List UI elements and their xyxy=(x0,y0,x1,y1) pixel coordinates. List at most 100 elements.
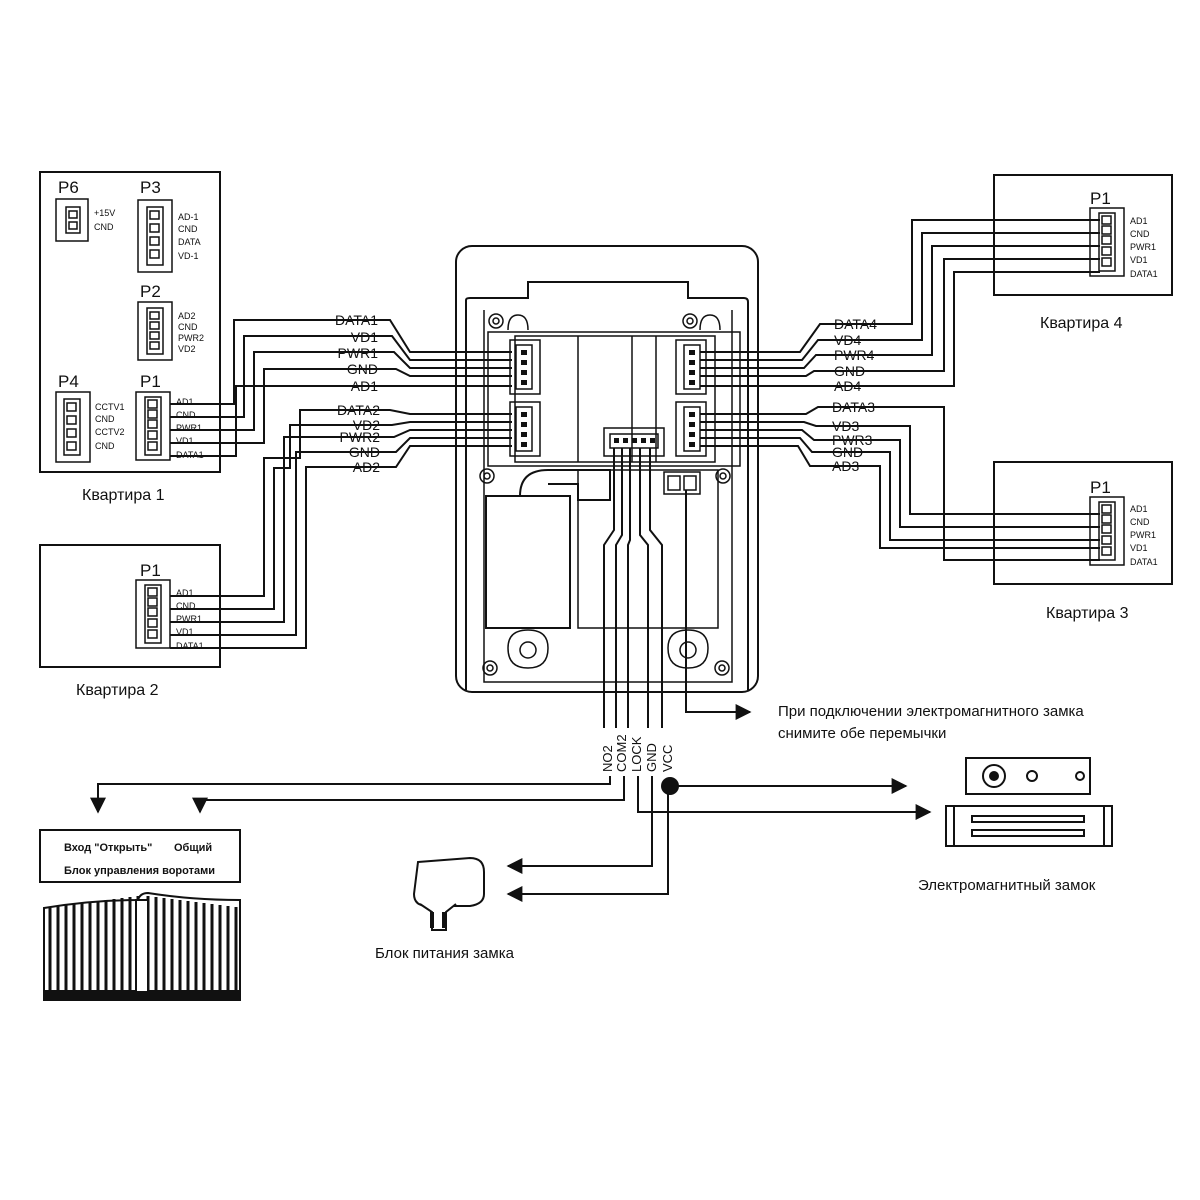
p1-connector xyxy=(135,391,171,461)
svg-text:GND: GND xyxy=(349,444,380,460)
gate-controller-label: Блок управления воротами xyxy=(64,865,215,877)
apt3-pin-4: VD1 xyxy=(1130,543,1148,553)
jumpers xyxy=(663,471,701,495)
gate-input-open-label: Вход "Открыть" xyxy=(64,842,152,854)
apt3-pin-5: DATA1 xyxy=(1130,557,1158,567)
apt4-pin-4: VD1 xyxy=(1130,255,1148,265)
gate-controller: Вход "Открыть" Общий Блок управления вор… xyxy=(39,829,241,883)
apt3-p1-label: P1 xyxy=(1090,478,1111,497)
apt4-pin-3: PWR1 xyxy=(1130,242,1156,252)
svg-text:GND: GND xyxy=(644,743,659,772)
svg-text:PWR1: PWR1 xyxy=(338,345,379,361)
apartment-2-title: Квартира 2 xyxy=(76,682,159,699)
apt4-p1-label: P1 xyxy=(1090,189,1111,208)
svg-text:AD2: AD2 xyxy=(353,459,380,475)
p3-pin-2: CND xyxy=(178,224,198,234)
p4-connector xyxy=(55,391,91,463)
svg-text:VCC: VCC xyxy=(660,745,675,772)
gate-common-label: Общий xyxy=(174,842,212,854)
p3-pin-4: VD-1 xyxy=(178,251,199,261)
panel-labels-left2: DATA2 VD2 PWR2 GND AD2 xyxy=(337,402,380,475)
svg-text:VD3: VD3 xyxy=(832,418,859,434)
svg-text:DATA2: DATA2 xyxy=(337,402,380,418)
apt2-p1-label: P1 xyxy=(140,561,161,580)
psu-label: Блок питания замка xyxy=(375,945,515,962)
panel-lock-connector xyxy=(603,427,665,457)
svg-text:VD1: VD1 xyxy=(351,329,378,345)
p1-pin-4: VD1 xyxy=(176,436,194,446)
p4-pin-1: CCTV1 xyxy=(95,402,125,412)
bottom-pin-labels: NO2 COM2 LOCK GND VCC xyxy=(600,734,675,772)
apt2-p1-connector xyxy=(135,579,171,649)
jumper-note-line2: снимите обе перемычки xyxy=(778,725,946,742)
p4-pin-3: CCTV2 xyxy=(95,427,125,437)
apartment-1-board: P6 +15V CND P3 AD-1 CND DATA VD-1 P2 AD2… xyxy=(39,171,221,473)
svg-text:VD2: VD2 xyxy=(353,417,380,433)
apt3-pin-1: AD1 xyxy=(1130,504,1148,514)
p2-pin-3: PWR2 xyxy=(178,333,204,343)
lock-wires xyxy=(603,448,752,728)
apt4-pin-5: DATA1 xyxy=(1130,269,1158,279)
apt2-pin-5: DATA1 xyxy=(176,641,204,651)
p2-pin-1: AD2 xyxy=(178,311,196,321)
panel-labels-right3: DATA3 VD3 PWR3 GND AD3 xyxy=(832,399,875,474)
p4-pin-4: CND xyxy=(95,441,115,451)
apt4-pin-1: AD1 xyxy=(1130,216,1148,226)
svg-text:COM2: COM2 xyxy=(614,734,629,772)
apartment-1-title: Квартира 1 xyxy=(82,487,165,504)
wires-apt3 xyxy=(700,406,1100,561)
outdoor-panel xyxy=(455,245,759,693)
p4-pin-2: CND xyxy=(95,414,115,424)
jumper-note-line1: При подключении электромагнитного замка xyxy=(778,703,1084,720)
svg-text:PWR4: PWR4 xyxy=(834,347,875,363)
apartment-2-board: P1 AD1 CND PWR1 VD1 DATA1 xyxy=(39,544,221,668)
svg-text:DATA3: DATA3 xyxy=(832,399,875,415)
apartment-3-title: Квартира 3 xyxy=(1046,605,1129,622)
gate-icon xyxy=(43,891,241,1001)
p3-connector xyxy=(137,199,173,273)
p3-label: P3 xyxy=(140,178,161,197)
p6-pin-2: CND xyxy=(94,222,114,232)
apt2-pin-2: CND xyxy=(176,601,196,611)
svg-text:GND: GND xyxy=(832,444,863,460)
svg-text:PWR2: PWR2 xyxy=(340,429,381,445)
svg-text:NO2: NO2 xyxy=(600,745,615,772)
apt3-pin-3: PWR1 xyxy=(1130,530,1156,540)
apt2-pin-1: AD1 xyxy=(176,588,194,598)
panel-labels-left1: DATA1 VD1 PWR1 GND AD1 xyxy=(335,312,378,394)
p6-label: P6 xyxy=(58,178,79,197)
svg-text:DATA1: DATA1 xyxy=(335,312,378,328)
apt4-p1-connector xyxy=(1089,207,1125,277)
p2-pin-2: CND xyxy=(178,322,198,332)
svg-text:GND: GND xyxy=(347,361,378,377)
p1-pin-2: CND xyxy=(176,410,196,420)
lock-feed-wires xyxy=(637,776,932,820)
p2-pin-4: VD2 xyxy=(178,344,196,354)
svg-text:AD4: AD4 xyxy=(834,378,861,394)
panel-labels-right4: DATA4 VD4 PWR4 GND AD4 xyxy=(834,316,877,394)
p3-pin-1: AD-1 xyxy=(178,212,199,222)
wires-apt1 xyxy=(170,319,512,457)
wires-apt4 xyxy=(700,219,1100,387)
svg-text:AD1: AD1 xyxy=(351,378,378,394)
svg-text:DATA4: DATA4 xyxy=(834,316,877,332)
apt4-pin-2: CND xyxy=(1130,229,1150,239)
junction-dot xyxy=(661,777,679,795)
apt3-p1-connector xyxy=(1089,496,1125,566)
svg-text:AD3: AD3 xyxy=(832,458,859,474)
apartment-4-title: Квартира 4 xyxy=(1040,315,1123,332)
apt3-pin-2: CND xyxy=(1130,517,1150,527)
p2-label: P2 xyxy=(140,282,161,301)
svg-text:VD4: VD4 xyxy=(834,332,861,348)
p1-pin-1: AD1 xyxy=(176,397,194,407)
apartment-4-board: P1 AD1 CND PWR1 VD1 DATA1 xyxy=(993,174,1173,296)
p4-label: P4 xyxy=(58,372,79,391)
wires-apt2 xyxy=(170,409,512,649)
p2-connector xyxy=(137,301,173,361)
p3-pin-3: DATA xyxy=(178,237,201,247)
apt2-pin-3: PWR1 xyxy=(176,614,202,624)
p1-pin-3: PWR1 xyxy=(176,423,202,433)
p6-connector xyxy=(55,198,89,242)
power-adapter-icon xyxy=(412,856,485,931)
